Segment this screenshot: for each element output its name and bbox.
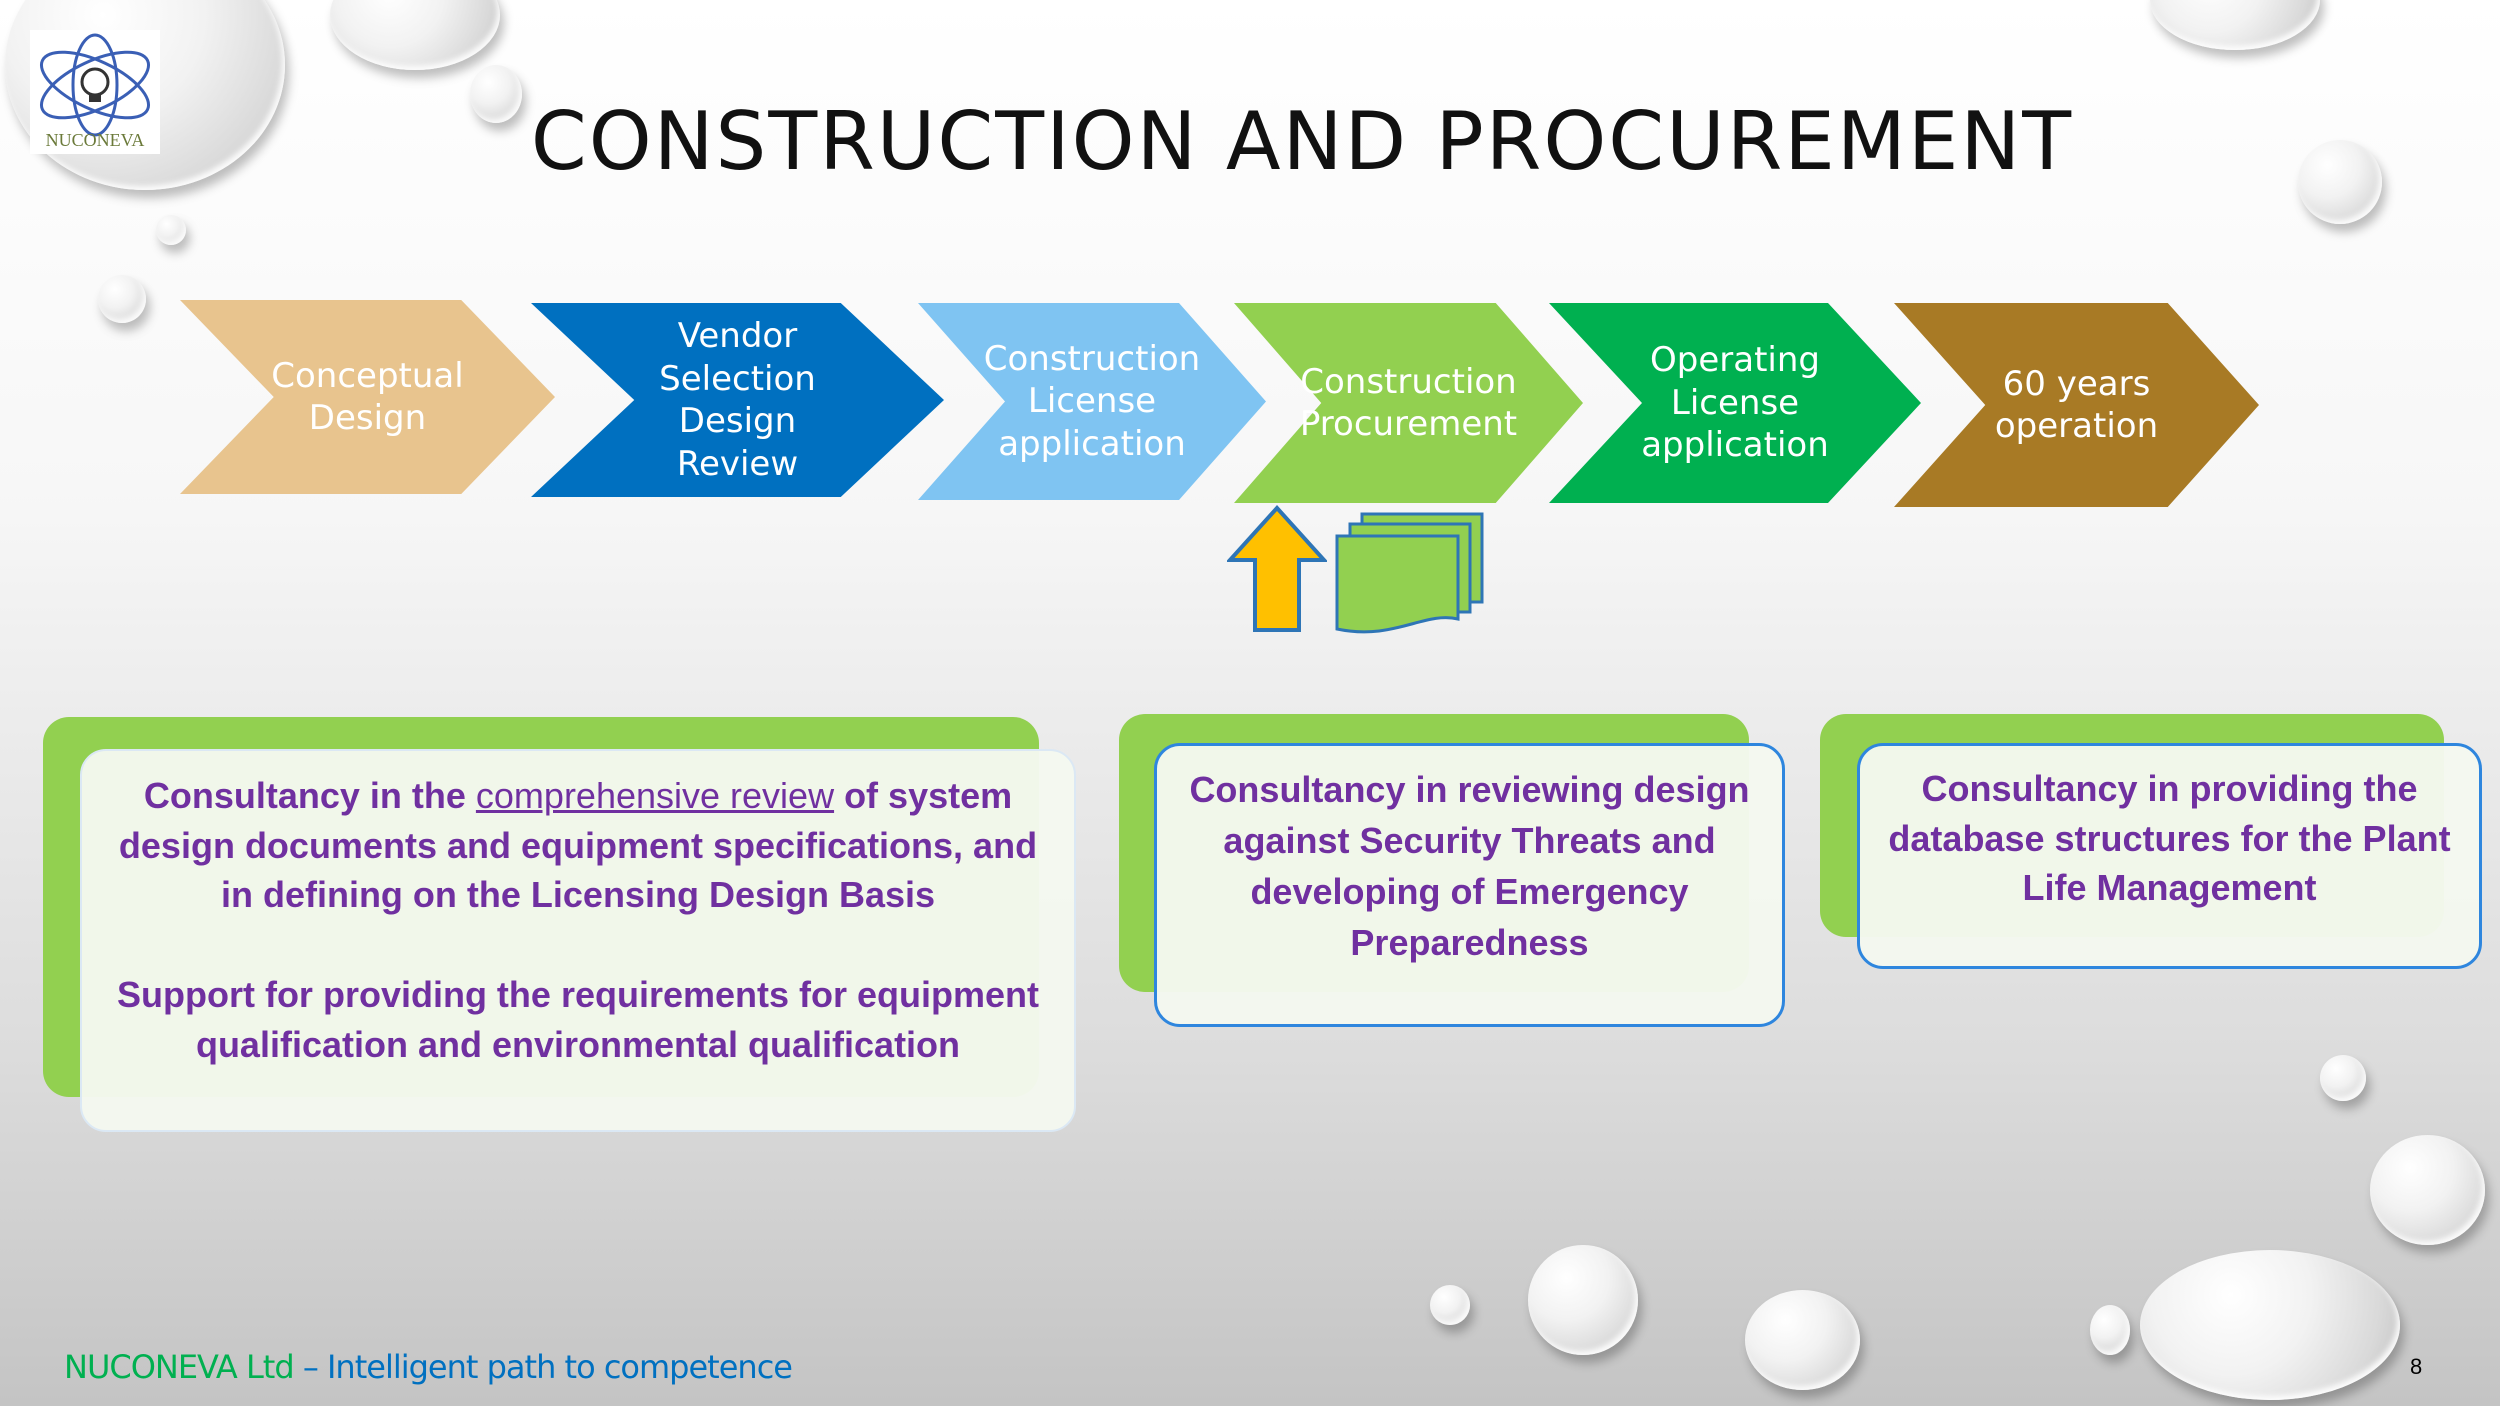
water-drop	[1430, 1285, 1470, 1325]
nuconeva-logo: NUCONEVA	[30, 30, 160, 154]
water-drop	[2090, 1305, 2130, 1355]
water-drop	[1528, 1245, 1638, 1355]
info-box-text: Consultancy in the comprehensive review …	[118, 775, 1038, 916]
logo-text: NUCONEVA	[46, 130, 145, 150]
info-box-plant-life: Consultancy in providing the database st…	[1857, 743, 2482, 969]
process-step-label: application	[998, 423, 1186, 464]
footer-company: NUCONEVA Ltd	[64, 1348, 295, 1386]
process-step-label: License	[1027, 381, 1157, 422]
info-box-text: Consultancy in reviewing design against …	[1189, 769, 1750, 964]
documents-icon	[1335, 512, 1484, 634]
process-step-label: Vendor	[677, 316, 798, 356]
info-box-text: Consultancy in providing the database st…	[1888, 768, 2451, 909]
process-step-label: operation	[1994, 406, 2159, 446]
water-drop	[330, 0, 500, 70]
water-drop	[2370, 1135, 2485, 1245]
info-box-licensing: Consultancy in the comprehensive review …	[80, 749, 1076, 1132]
process-step-label: Construction	[983, 338, 1201, 379]
water-drop	[2140, 1250, 2400, 1400]
water-drop	[156, 215, 186, 245]
process-step-label: Procurement	[1299, 404, 1518, 444]
process-step-label: Construction	[1300, 361, 1517, 402]
process-step-label: Operating	[1650, 340, 1820, 381]
water-drop	[98, 275, 146, 323]
water-drop	[2320, 1055, 2366, 1101]
water-drop	[2150, 0, 2320, 50]
info-box-text-2: Support for providing the requirements f…	[116, 974, 1040, 1065]
process-step-label: License	[1670, 382, 1800, 423]
process-step-label: Design	[678, 401, 797, 441]
info-box-security: Consultancy in reviewing design against …	[1154, 743, 1785, 1027]
process-step-label: Design	[308, 398, 427, 438]
water-drop	[1745, 1290, 1860, 1390]
process-step-label: 60 years	[2002, 363, 2151, 404]
process-step-label: Selection	[659, 358, 816, 399]
up-arrow-icon	[1227, 505, 1327, 632]
water-drop	[470, 65, 522, 123]
process-step-label: Conceptual	[271, 355, 464, 396]
process-step-label: Review	[676, 443, 799, 484]
page-number: 8	[2410, 1354, 2423, 1379]
footer-tagline: – Intelligent path to competence	[293, 1348, 793, 1386]
footer: NUCONEVA Ltd – Intelligent path to compe…	[64, 1348, 793, 1386]
page-title: CONSTRUCTION AND PROCUREMENT	[530, 95, 2074, 188]
water-drop	[2298, 140, 2382, 224]
comprehensive-review-link[interactable]: comprehensive review	[475, 775, 835, 816]
process-step-label: application	[1641, 425, 1829, 466]
